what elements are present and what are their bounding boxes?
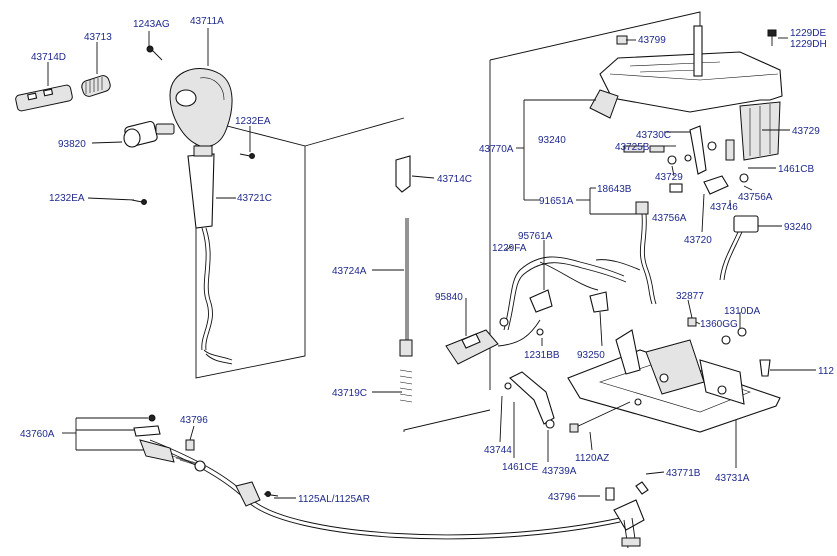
detent-lever: [504, 371, 555, 429]
label-43721C: 43721C: [237, 193, 272, 204]
label-43719C: 43719C: [332, 388, 367, 399]
bolts-plate: [569, 317, 771, 433]
label-43713: 43713: [84, 32, 112, 43]
switch-brackets: [499, 289, 609, 336]
label-43720: 43720: [684, 235, 712, 246]
label-1125AL-1125AR: 1125AL/1125AR: [298, 494, 370, 505]
label-1461CE: 1461CE: [502, 462, 538, 473]
label-1310DA: 1310DA: [724, 306, 760, 317]
label-1231BB: 1231BB: [524, 350, 560, 361]
label-43729-right: 43729: [792, 126, 820, 137]
label-95840: 95840: [435, 292, 463, 303]
label-43796-left: 43796: [180, 415, 208, 426]
boundary-line-top: [489, 11, 701, 61]
label-1232EA-left: 1232EA: [49, 193, 85, 204]
label-32877: 32877: [676, 291, 704, 302]
label-43724A: 43724A: [332, 266, 367, 277]
inhibitor-switch: [445, 329, 499, 365]
label-43711A: 43711A: [190, 16, 224, 27]
boundary-line-bottom-center: [403, 409, 491, 432]
label-93820: 93820: [58, 139, 86, 150]
label-1360GG: 1360GG: [700, 319, 738, 330]
knob-button: [123, 120, 175, 148]
knob-cover: [15, 84, 73, 112]
selector-lever: [623, 125, 749, 195]
label-93240-top: 93240: [538, 135, 566, 146]
label-43760A: 43760A: [20, 429, 55, 440]
housing-screws: [616, 29, 777, 46]
label-43725B: 43725B: [615, 142, 650, 153]
switch-connectors: [635, 201, 759, 305]
label-43756A-mid: 43756A: [652, 213, 687, 224]
label-43744: 43744: [484, 445, 512, 456]
label-1120AZ: 1120AZ: [575, 453, 609, 464]
leader-lines: [47, 28, 816, 499]
control-rod: [395, 155, 413, 403]
label-43714D: 43714D: [31, 52, 66, 63]
shifter-housing: [589, 25, 783, 161]
shift-boot-rod: [187, 145, 215, 229]
label-1229DH: 1229DH: [790, 39, 827, 50]
label-93250: 93250: [577, 350, 605, 361]
shift-cable: [139, 439, 649, 549]
label-43756A-right: 43756A: [738, 192, 773, 203]
label-1229FA: 1229FA: [492, 243, 527, 254]
label-43746: 43746: [710, 202, 738, 213]
boundary-line-center: [304, 117, 405, 147]
label-43739A: 43739A: [542, 466, 577, 477]
label-1229DE: 1229DE: [790, 28, 826, 39]
label-1243AG: 1243AG: [133, 19, 170, 30]
label-43799: 43799: [638, 35, 666, 46]
screws-left: [131, 45, 255, 205]
boundary-line-left: [195, 117, 306, 379]
label-95761A: 95761A: [518, 231, 553, 242]
label-43771B: 43771B: [666, 468, 701, 479]
label-93240-right: 93240: [784, 222, 812, 233]
label-43796-bottom: 43796: [548, 492, 576, 503]
label-91651A: 91651A: [539, 196, 574, 207]
label-18643B: 18643B: [597, 184, 632, 195]
shift-knob: [169, 68, 233, 148]
label-43714C: 43714C: [437, 174, 472, 185]
label-43730C: 43730C: [636, 130, 671, 141]
label-112: 112: [818, 366, 834, 377]
cable-clips: [133, 414, 279, 497]
label-43729-mid: 43729: [655, 172, 683, 183]
base-plate: [567, 329, 781, 433]
shift-cable-wire: [201, 227, 233, 365]
label-43731A: 43731A: [715, 473, 750, 484]
label-1461CB: 1461CB: [778, 164, 814, 175]
spring: [81, 75, 111, 97]
wire-harness: [497, 256, 641, 347]
label-43770A: 43770A: [479, 144, 514, 155]
label-1232EA-top: 1232EA: [235, 116, 271, 127]
